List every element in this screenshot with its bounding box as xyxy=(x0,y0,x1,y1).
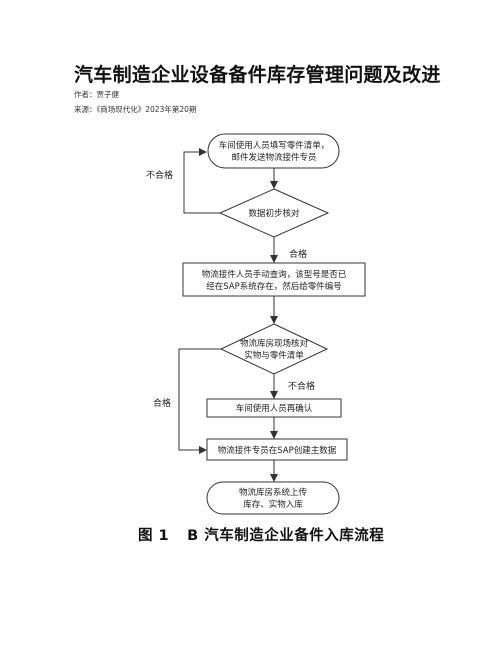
check2-diamond xyxy=(219,323,329,375)
figure-number: 图 1 xyxy=(138,528,170,544)
end-terminal xyxy=(206,481,340,515)
document-title: 汽车制造企业设备备件库存管理问题及改进 xyxy=(74,64,441,86)
step1-text-1: 物流接件人员手动查询，该型号是否已 xyxy=(202,269,347,280)
source-line: 来源：《商场现代化》2023年第20期 xyxy=(74,105,197,114)
fail2-label: 不合格 xyxy=(288,380,315,392)
start-text-1: 车间使用人员填写零件清单， xyxy=(219,140,330,151)
figure-caption-text: B 汽车制造企业备件入库流程 xyxy=(187,528,385,544)
pass2-loop-line xyxy=(178,348,221,454)
step3-box xyxy=(206,438,348,461)
start-text-2: 邮件发送物流接件专员 xyxy=(231,152,316,163)
step1-text-2: 经在SAP系统存在，然后给零件编号 xyxy=(206,281,342,292)
step3-text: 物流接件专员在SAP创建主数据 xyxy=(218,445,337,456)
end-text-2: 库存、实物入库 xyxy=(243,499,303,510)
check2-text-2: 实物与零件清单 xyxy=(244,350,304,361)
end-text-1: 物流库房系统上传 xyxy=(239,487,308,498)
step1-box xyxy=(182,262,366,297)
step2-text: 车间使用人员再确认 xyxy=(236,403,313,414)
pass1-label: 合格 xyxy=(289,248,307,260)
check2-text-1: 物流库房现场核对 xyxy=(240,338,309,349)
fail1-label: 不合格 xyxy=(146,169,173,181)
fail1-loop-line xyxy=(183,148,220,214)
author-line: 作者：贾子健 xyxy=(74,90,119,99)
check1-text: 数据初步核对 xyxy=(248,208,300,219)
figure-caption: 图 1 B 汽车制造企业备件入库流程 xyxy=(138,524,384,545)
pass2-label: 合格 xyxy=(153,397,171,409)
